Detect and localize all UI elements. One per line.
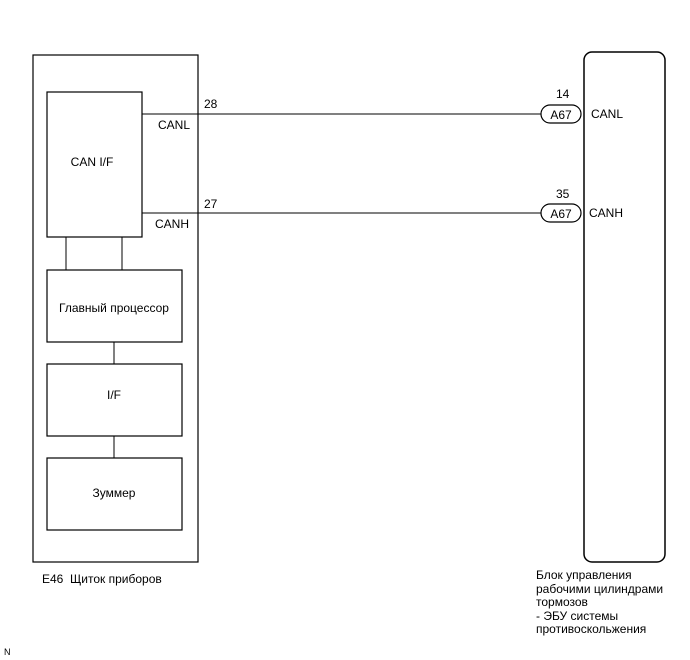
- brake-ecu-caption-line: тормозов: [536, 595, 588, 609]
- wire-canh-signal-right: CANH: [589, 206, 623, 220]
- brake-ecu-caption-line: рабочими цилиндрами: [536, 581, 664, 596]
- wire-canl-signal-right: CANL: [591, 107, 623, 121]
- brake-ecu-caption: Блок управления рабочими цилиндрами торм…: [536, 568, 664, 637]
- if-label: I/F: [107, 388, 121, 402]
- brake-ecu-caption-line: - ЭБУ системы: [536, 608, 619, 623]
- connector-a67-canl-label: A67: [550, 108, 572, 122]
- corner-mark: N: [4, 647, 11, 657]
- main-cpu-label: Главный процессор: [59, 301, 169, 315]
- wire-canl-pin-left: 28: [204, 97, 218, 111]
- connector-a67-canl: [540, 104, 582, 124]
- brake-ecu-caption-line: противоскольжения: [536, 622, 647, 636]
- wire-canh-pin-left: 27: [204, 197, 218, 211]
- connector-a67-canh: [540, 203, 582, 223]
- wire-canl-pin-right: 14: [556, 87, 570, 101]
- can-if-label: CAN I/F: [71, 155, 114, 169]
- brake-ecu-frame: [583, 51, 666, 563]
- combination-meter-caption: E46 Щиток приборов: [42, 572, 162, 586]
- combination-meter-frame: [32, 54, 199, 563]
- brake-ecu-caption-line: Блок управления: [536, 568, 632, 582]
- buzzer-block: [46, 457, 183, 531]
- buzzer-label: Зуммер: [93, 486, 136, 500]
- connector-a67-canh-label: A67: [550, 207, 572, 221]
- wire-canh-pin-right: 35: [556, 187, 570, 201]
- can-if-block: [46, 91, 143, 238]
- wire-canl-signal-left: CANL: [158, 118, 190, 132]
- wire-canh-signal-left: CANH: [155, 217, 189, 231]
